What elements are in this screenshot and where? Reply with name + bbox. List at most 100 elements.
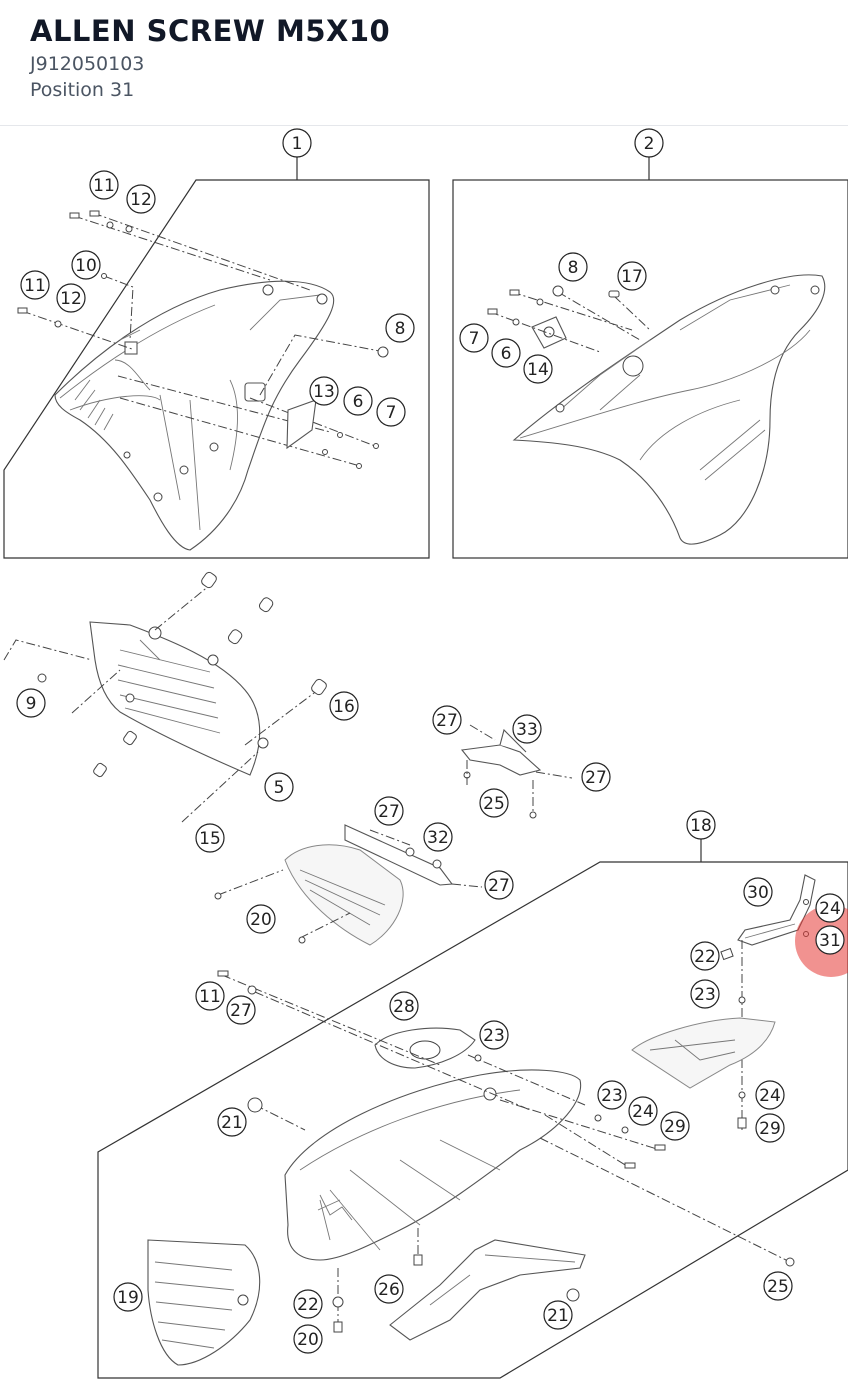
svg-text:7: 7 <box>469 329 480 349</box>
callout-7[interactable]: 7 <box>459 323 489 353</box>
callout-21[interactable]: 21 <box>217 1107 247 1137</box>
svg-text:28: 28 <box>393 997 415 1017</box>
group18-fasteners <box>217 970 795 1333</box>
callout-5[interactable]: 5 <box>264 772 294 802</box>
callout-27[interactable]: 27 <box>484 870 514 900</box>
svg-text:5: 5 <box>274 778 285 798</box>
callout-31[interactable]: 31 <box>815 925 845 955</box>
svg-text:23: 23 <box>694 985 716 1005</box>
callout-16[interactable]: 16 <box>329 691 359 721</box>
callout-23[interactable]: 23 <box>690 979 720 1009</box>
callout-21[interactable]: 21 <box>543 1300 573 1330</box>
callout-8[interactable]: 8 <box>385 313 415 343</box>
callout-22[interactable]: 22 <box>293 1289 323 1319</box>
svg-text:29: 29 <box>759 1119 781 1139</box>
callout-labels: 1 2 11 12 10 11 12 8 13 6 7 8 17 7 6 14 … <box>16 128 845 1354</box>
svg-text:12: 12 <box>130 190 152 210</box>
svg-text:2: 2 <box>644 134 655 154</box>
callout-12[interactable]: 12 <box>56 283 86 313</box>
svg-text:32: 32 <box>427 828 449 848</box>
callout-30[interactable]: 30 <box>743 877 773 907</box>
callout-28[interactable]: 28 <box>389 991 419 1021</box>
svg-text:13: 13 <box>313 382 335 402</box>
svg-text:6: 6 <box>501 344 512 364</box>
svg-text:26: 26 <box>378 1280 400 1300</box>
group1-fasteners <box>17 210 389 469</box>
side-cover-part <box>3 571 327 823</box>
exploded-parts-diagram: 1 2 11 12 10 11 12 8 13 6 7 8 17 7 6 14 … <box>3 128 848 1379</box>
group2-fasteners <box>487 285 651 353</box>
svg-text:31: 31 <box>819 931 841 951</box>
svg-text:27: 27 <box>230 1001 252 1021</box>
svg-text:25: 25 <box>767 1277 789 1297</box>
callout-33[interactable]: 33 <box>512 714 542 744</box>
callout-20[interactable]: 20 <box>293 1324 323 1354</box>
callout-27[interactable]: 27 <box>432 705 462 735</box>
cover-21-part <box>389 1239 586 1341</box>
callout-22[interactable]: 22 <box>690 941 720 971</box>
part-title: ALLEN SCREW M5X10 <box>30 14 391 48</box>
rear-panel-part <box>631 1017 776 1089</box>
svg-text:25: 25 <box>483 794 505 814</box>
callout-20[interactable]: 20 <box>246 904 276 934</box>
callout-10[interactable]: 10 <box>71 250 101 280</box>
svg-text:23: 23 <box>483 1026 505 1046</box>
callout-6[interactable]: 6 <box>343 386 373 416</box>
svg-text:6: 6 <box>353 392 364 412</box>
callout-2[interactable]: 2 <box>634 128 664 158</box>
callout-9[interactable]: 9 <box>16 688 46 718</box>
svg-text:11: 11 <box>199 987 221 1007</box>
svg-text:19: 19 <box>117 1288 139 1308</box>
callout-23[interactable]: 23 <box>597 1080 627 1110</box>
fairing-right-part <box>512 274 826 545</box>
cover-19-part <box>147 1239 261 1366</box>
svg-text:27: 27 <box>585 768 607 788</box>
svg-text:29: 29 <box>664 1117 686 1137</box>
svg-text:30: 30 <box>747 883 769 903</box>
callout-17[interactable]: 17 <box>617 261 647 291</box>
callout-18[interactable]: 18 <box>686 810 716 840</box>
callout-19[interactable]: 19 <box>113 1282 143 1312</box>
callout-32[interactable]: 32 <box>423 822 453 852</box>
callout-29[interactable]: 29 <box>660 1111 690 1141</box>
callout-27[interactable]: 27 <box>226 995 256 1025</box>
callout-25[interactable]: 25 <box>763 1271 793 1301</box>
callout-6[interactable]: 6 <box>491 338 521 368</box>
svg-text:11: 11 <box>24 276 46 296</box>
svg-text:24: 24 <box>759 1086 781 1106</box>
callout-24[interactable]: 24 <box>755 1080 785 1110</box>
svg-text:10: 10 <box>75 256 97 276</box>
svg-text:1: 1 <box>292 134 303 154</box>
callout-24[interactable]: 24 <box>628 1096 658 1126</box>
panel-32-part <box>214 824 483 946</box>
fairing-left-part <box>54 280 335 551</box>
callout-29[interactable]: 29 <box>755 1113 785 1143</box>
svg-text:21: 21 <box>547 1306 569 1326</box>
svg-text:27: 27 <box>488 876 510 896</box>
callout-12[interactable]: 12 <box>126 184 156 214</box>
callout-11[interactable]: 11 <box>20 270 50 300</box>
callout-27[interactable]: 27 <box>374 796 404 826</box>
callout-26[interactable]: 26 <box>374 1274 404 1304</box>
svg-text:14: 14 <box>527 360 549 380</box>
svg-text:33: 33 <box>516 720 538 740</box>
callout-27[interactable]: 27 <box>581 762 611 792</box>
callout-15[interactable]: 15 <box>195 823 225 853</box>
callout-23[interactable]: 23 <box>479 1020 509 1050</box>
svg-text:17: 17 <box>621 267 643 287</box>
svg-text:11: 11 <box>93 176 115 196</box>
part-header: ALLEN SCREW M5X10 J912050103 Position 31 <box>0 0 848 126</box>
callout-13[interactable]: 13 <box>309 376 339 406</box>
part-position: Position 31 <box>30 79 135 101</box>
callout-24[interactable]: 24 <box>815 893 845 923</box>
svg-text:8: 8 <box>395 319 406 339</box>
callout-14[interactable]: 14 <box>523 354 553 384</box>
svg-text:21: 21 <box>221 1113 243 1133</box>
callout-8[interactable]: 8 <box>558 252 588 282</box>
callout-7[interactable]: 7 <box>376 397 406 427</box>
callout-1[interactable]: 1 <box>282 128 312 158</box>
callout-11[interactable]: 11 <box>89 170 119 200</box>
callout-25[interactable]: 25 <box>479 788 509 818</box>
callout-11[interactable]: 11 <box>195 981 225 1011</box>
svg-text:22: 22 <box>694 947 716 967</box>
